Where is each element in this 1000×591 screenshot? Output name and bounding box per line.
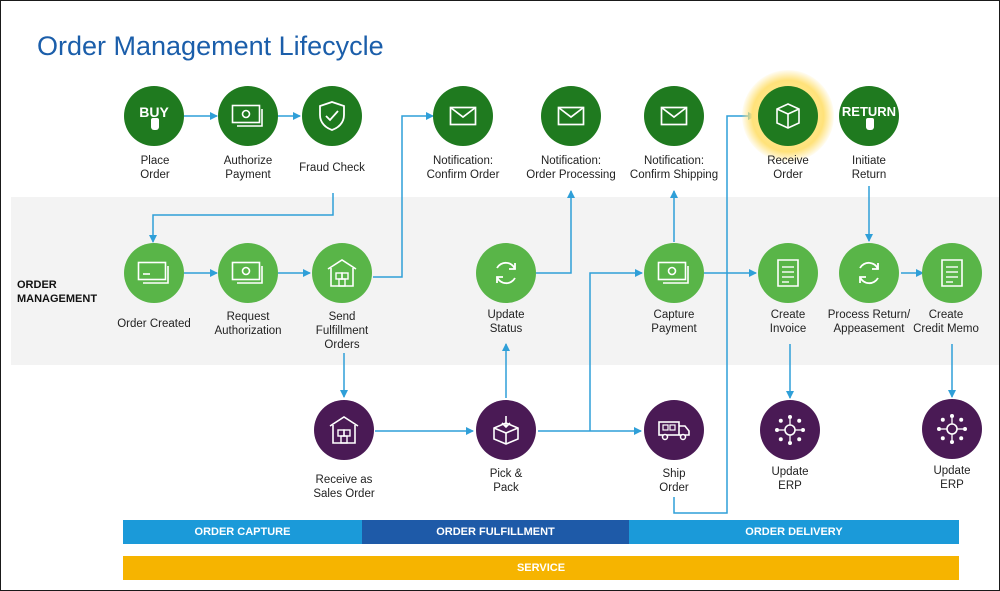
notification-confirm-order-label: Notification: Confirm Order xyxy=(426,155,500,181)
page-title: Order Management Lifecycle xyxy=(37,31,384,61)
arrow-ship-receive xyxy=(673,112,756,514)
initiate-return-label: Initiate Return xyxy=(851,155,887,181)
arrow-update-processing xyxy=(536,190,575,274)
receive-sales-order-node[interactable] xyxy=(314,400,374,460)
authorize-payment-node[interactable] xyxy=(218,86,278,146)
receive-sales-order-label: Receive as Sales Order xyxy=(313,474,375,500)
create-invoice-node[interactable] xyxy=(758,243,818,303)
notification-confirm-shipping-node[interactable] xyxy=(644,86,704,146)
send-fulfillment-orders-node[interactable] xyxy=(312,243,372,303)
pick-pack-node[interactable] xyxy=(476,400,536,460)
process-return-label: Process Return/ Appeasement xyxy=(827,309,911,335)
phase-order-fulfillment: ORDER FULFILLMENT xyxy=(362,520,629,544)
money-icon xyxy=(231,261,263,284)
buy-word: BUY xyxy=(139,104,169,120)
update-erp-node-1[interactable] xyxy=(760,400,820,460)
return-word: RETURN xyxy=(841,104,897,119)
request-authorization-label: Request Authorization xyxy=(214,311,282,337)
envelope-icon xyxy=(449,106,477,126)
fraud-check-node[interactable] xyxy=(302,86,362,146)
buy-node[interactable]: BUY xyxy=(124,86,184,146)
notification-order-processing-label: Notification: Order Processing xyxy=(526,155,616,181)
arrow-pick-capture xyxy=(589,269,643,431)
refresh-icon xyxy=(859,261,879,285)
truck-icon xyxy=(658,421,690,441)
update-erp-label-1: Update ERP xyxy=(771,466,809,492)
swimlane-label-text: ORDER MANAGEMENT xyxy=(17,279,98,305)
arrow-fraud-created xyxy=(149,193,334,243)
money-icon xyxy=(231,104,263,127)
box-down-arrow-icon xyxy=(493,416,519,445)
network-hub-icon xyxy=(937,414,967,444)
send-fulfillment-orders-label: Send Fulfillment Orders xyxy=(315,311,369,351)
create-credit-memo-node[interactable] xyxy=(922,243,982,303)
notification-confirm-shipping-label: Notification: Confirm Shipping xyxy=(629,155,719,181)
notification-confirm-order-node[interactable] xyxy=(433,86,493,146)
document-icon xyxy=(941,259,963,287)
ship-order-label: Ship Order xyxy=(659,468,689,494)
shield-icon xyxy=(319,101,345,131)
order-created-label: Order Created xyxy=(117,318,191,330)
receive-order-label: Receive Order xyxy=(767,155,809,181)
credit-card-icon xyxy=(137,261,169,284)
service-bar: SERVICE xyxy=(123,556,959,580)
hand-pointer-icon xyxy=(151,118,159,130)
place-order-label: Place Order xyxy=(140,155,170,181)
create-credit-memo-label: Create Credit Memo xyxy=(913,309,979,335)
fraud-check-label: Fraud Check xyxy=(299,162,365,174)
update-status-label: Update Status xyxy=(487,309,525,335)
create-invoice-label: Create Invoice xyxy=(769,309,807,335)
refresh-icon xyxy=(496,261,516,285)
warehouse-icon xyxy=(327,259,357,287)
order-created-node[interactable] xyxy=(124,243,184,303)
authorize-payment-label: Authorize Payment xyxy=(223,155,273,181)
update-status-node[interactable] xyxy=(476,243,536,303)
arrow-send-notification xyxy=(373,112,434,278)
capture-payment-node[interactable] xyxy=(644,243,704,303)
hand-pointer-icon xyxy=(866,118,874,130)
capture-payment-label: Capture Payment xyxy=(651,309,697,335)
request-authorization-node[interactable] xyxy=(218,243,278,303)
package-box-icon xyxy=(776,103,800,129)
money-icon xyxy=(657,261,689,284)
return-node[interactable]: RETURN xyxy=(839,86,899,146)
warehouse-icon xyxy=(329,416,359,444)
update-erp-node-2[interactable] xyxy=(922,399,982,459)
pick-pack-label: Pick & Pack xyxy=(489,468,523,494)
document-icon xyxy=(777,259,799,287)
receive-order-node[interactable] xyxy=(758,86,818,146)
ship-order-node[interactable] xyxy=(644,400,704,460)
phase-order-capture: ORDER CAPTURE xyxy=(123,520,362,544)
phase-order-delivery: ORDER DELIVERY xyxy=(629,520,959,544)
envelope-icon xyxy=(660,106,688,126)
update-erp-label-2: Update ERP xyxy=(933,465,971,491)
process-return-node[interactable] xyxy=(839,243,899,303)
envelope-icon xyxy=(557,106,585,126)
network-hub-icon xyxy=(775,415,805,445)
notification-order-processing-node[interactable] xyxy=(541,86,601,146)
swimlane-label: ORDER MANAGEMENT xyxy=(17,278,97,306)
